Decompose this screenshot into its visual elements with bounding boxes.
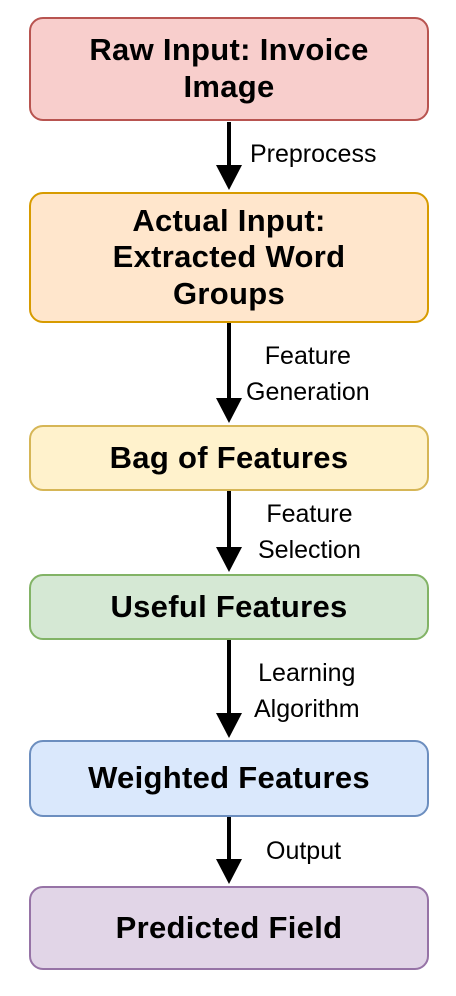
edge-label-output-line-1: Output [266, 837, 342, 865]
node-predicted-field: Predicted Field [29, 886, 429, 970]
node-raw-input-label-line-2: Image [183, 69, 275, 104]
node-actual-input-label-line-2: Extracted Word [112, 239, 346, 275]
arrow-preprocess [216, 122, 242, 190]
node-useful-features: Useful Features [29, 574, 429, 640]
node-raw-input: Raw Input: Invoice Image [29, 17, 429, 121]
edge-label-feature-generation-line-1: Feature [264, 342, 351, 370]
node-weighted-features-label: Weighted Features [88, 760, 370, 796]
node-weighted-features: Weighted Features [29, 740, 429, 817]
edge-label-output: Output [266, 833, 341, 869]
node-actual-input: Actual Input: Extracted Word Groups [29, 192, 429, 323]
edge-label-feature-selection-line-1: Feature [266, 500, 353, 528]
edge-label-preprocess-line-1: Preprocess [250, 140, 377, 168]
edge-label-feature-generation-line-2: Generation [246, 378, 370, 407]
arrow-output [216, 817, 242, 884]
node-useful-features-label: Useful Features [110, 588, 348, 624]
node-bag-of-features: Bag of Features [29, 425, 429, 491]
node-actual-input-label-line-3: Groups [172, 275, 285, 311]
node-predicted-field-label: Predicted Field [115, 909, 343, 945]
arrow-feature-generation [216, 323, 242, 423]
arrow-feature-selection [216, 491, 242, 572]
edge-label-feature-generation: Feature Generation [246, 338, 370, 411]
node-actual-input-label-line-1: Actual Input: [132, 202, 326, 238]
edge-label-preprocess: Preprocess [250, 136, 376, 172]
edge-label-learning-algorithm-line-2: Algorithm [254, 695, 360, 724]
edge-label-learning-algorithm: Learning Algorithm [254, 655, 360, 728]
node-bag-of-features-label: Bag of Features [109, 439, 349, 475]
edge-label-feature-selection-line-2: Selection [258, 536, 361, 565]
node-raw-input-label-line-1: Raw Input: Invoice [89, 32, 369, 68]
edge-label-learning-algorithm-line-1: Learning [258, 659, 356, 687]
edge-label-feature-selection: Feature Selection [258, 496, 361, 569]
arrow-learning-algorithm [216, 640, 242, 738]
